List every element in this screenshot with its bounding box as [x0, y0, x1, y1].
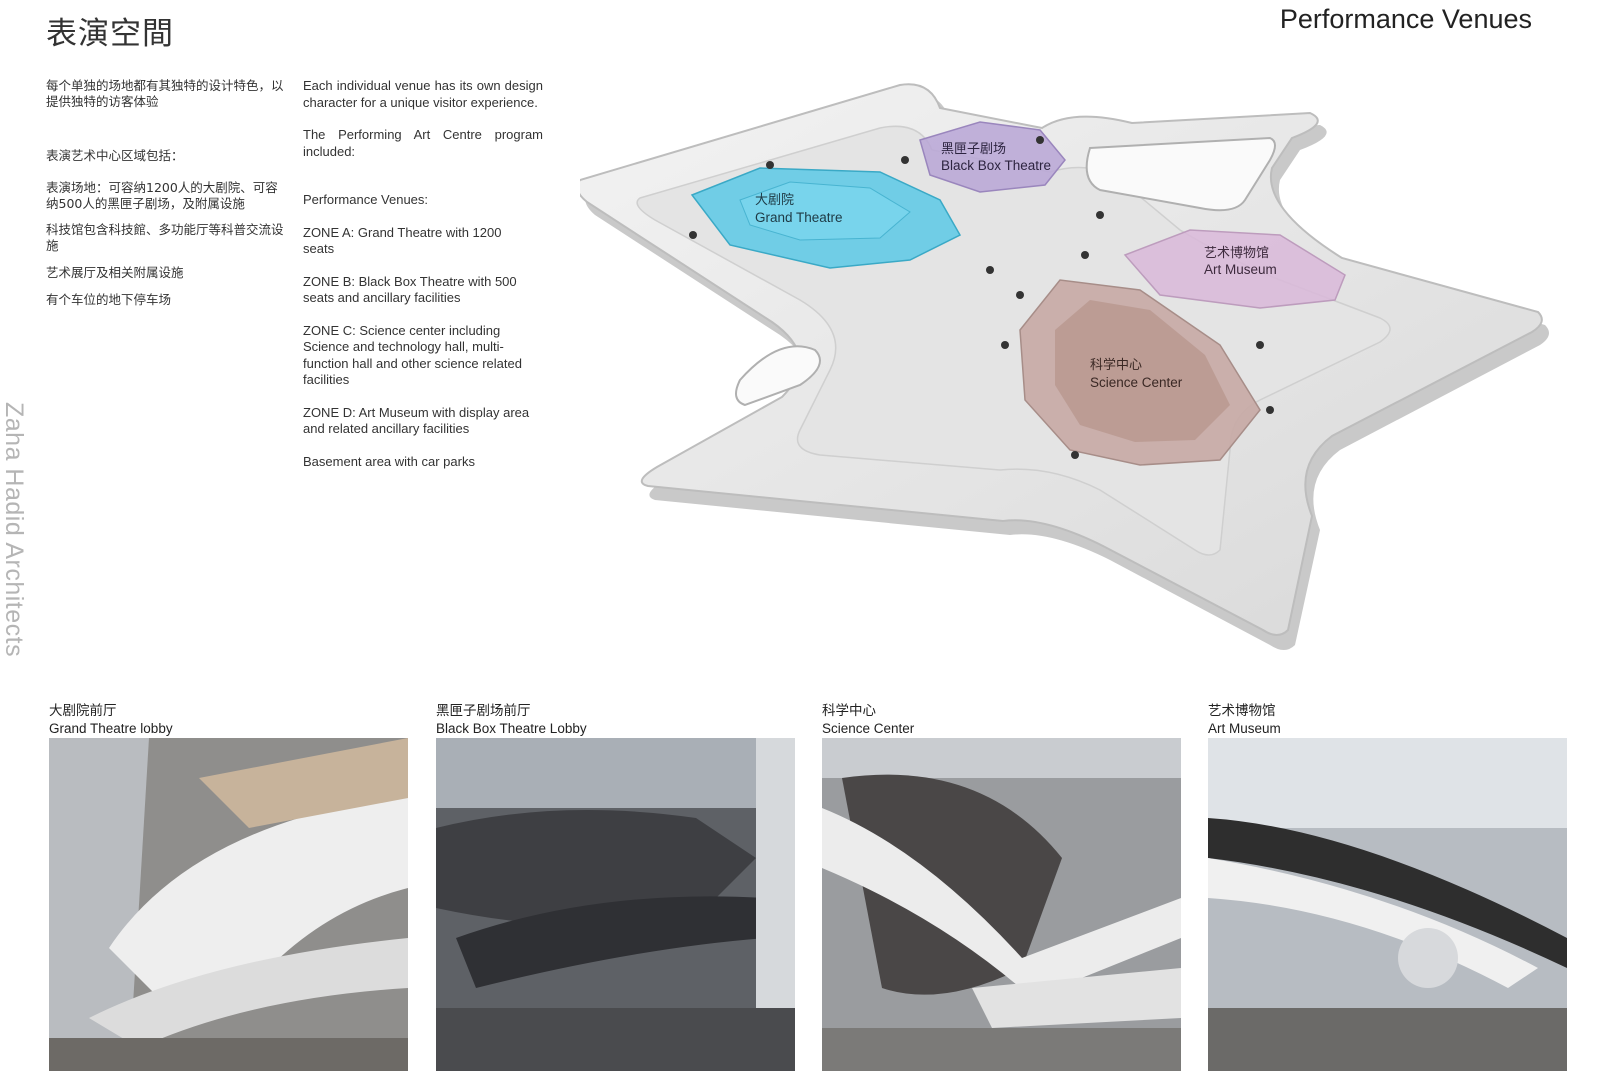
caption-black-box-lobby: 黑匣子剧场前厅 Black Box Theatre Lobby [436, 702, 587, 738]
plan-label-museum-en: Art Museum [1204, 262, 1277, 277]
plan-label-grand-en: Grand Theatre [755, 210, 843, 225]
cn-item-b: 科技馆包含科技館、多功能厅等科普交流设施 [46, 222, 284, 253]
cn-item-d: 有个车位的地下停车场 [46, 292, 172, 307]
plan-drawing: 大剧院 Grand Theatre 黑匣子剧场 Black Box Theatr… [580, 83, 1549, 651]
caption-en: Science Center [822, 721, 915, 736]
plan-label-museum-cn: 艺术博物馆 [1204, 246, 1269, 261]
caption-cn: 黑匣子剧场前厅 [436, 703, 531, 718]
caption-en: Black Box Theatre Lobby [436, 721, 587, 736]
en-program: The Performing Art Centre program includ… [303, 127, 543, 159]
caption-grand-theatre-lobby: 大剧院前厅 Grand Theatre lobby [49, 702, 173, 738]
caption-art-museum: 艺术博物馆 Art Museum [1208, 702, 1281, 738]
caption-cn: 大剧院前厅 [49, 703, 117, 718]
page-title-english: Performance Venues [1279, 4, 1532, 34]
caption-science-center: 科学中心 Science Center [822, 702, 914, 738]
caption-cn: 艺术博物馆 [1208, 703, 1276, 718]
en-zone-b: ZONE B: Black Box Theatre with 500 seats… [303, 273, 517, 306]
en-intro: Each individual venue has its own design… [303, 78, 543, 110]
building-axonometric-plan: 大剧院 Grand Theatre 黑匣子剧场 Black Box Theatr… [580, 80, 1595, 660]
cn-program-label: 表演艺术中心区域包括： [46, 148, 184, 163]
black-box-volume [919, 121, 1066, 193]
science-center-tiers [1055, 300, 1230, 442]
caption-en: Art Museum [1208, 721, 1281, 736]
void-left [735, 345, 821, 407]
en-basement: Basement area with car parks [303, 453, 475, 469]
plan-label-grand-cn: 大剧院 [755, 193, 794, 208]
photo-grand-theatre-lobby [49, 738, 408, 1071]
plan-label-science-en: Science Center [1090, 375, 1183, 390]
plan-label-science-cn: 科学中心 [1090, 357, 1142, 373]
cn-item-c: 艺术展厅及相关附属设施 [46, 265, 184, 280]
cn-intro: 每个单独的场地都有其独特的设计特色，以提供独特的访客体验 [46, 78, 284, 109]
void-top [1085, 136, 1276, 212]
plan-label-blackbox-cn: 黑匣子剧场 [941, 142, 1006, 157]
grand-theatre-inner [739, 181, 911, 241]
art-museum-volume [1123, 229, 1346, 309]
en-venues-label: Performance Venues: [303, 192, 429, 207]
columns [689, 136, 1274, 459]
photo-art-museum [1208, 738, 1567, 1071]
en-zone-a: ZONE A: Grand Theatre with 1200 seats [303, 224, 502, 257]
en-zone-c: ZONE C: Science center including Science… [303, 322, 522, 388]
caption-cn: 科学中心 [822, 703, 876, 718]
photo-black-box-lobby [436, 738, 795, 1071]
plan-label-blackbox-en: Black Box Theatre [941, 158, 1051, 173]
photo-science-center [822, 738, 1181, 1071]
side-brand-label: Zaha Hadid Architects [0, 402, 28, 658]
page-title-chinese: 表演空間 [46, 16, 174, 52]
cn-item-a: 表演场地：可容纳1200人的大剧院、可容纳500人的黑匣子剧场，及附属设施 [46, 180, 278, 211]
en-zone-d: ZONE D: Art Museum with display area and… [303, 404, 530, 437]
english-description: Each individual venue has its own design… [303, 78, 543, 470]
chinese-description: 每个单独的场地都有其独特的设计特色，以提供独特的访客体验 表演艺术中心区域包括：… [46, 78, 286, 308]
caption-en: Grand Theatre lobby [49, 721, 173, 736]
